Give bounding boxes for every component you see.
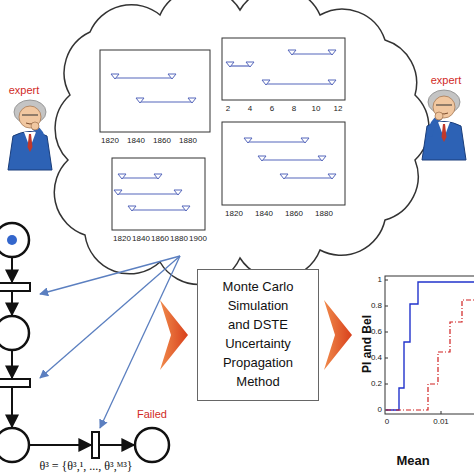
tick-label: 1880 — [170, 235, 188, 243]
tick-label: 10 — [312, 105, 321, 113]
interval-end-marks — [111, 50, 336, 211]
parameter-formula: θ³ = {θ³,¹, ..., θ³,ᴹ³} — [40, 460, 133, 472]
tick-label: 1820 — [113, 235, 131, 243]
tick-label: 1820 — [225, 210, 243, 218]
tick-label: 1840 — [255, 210, 273, 218]
plot-frame — [385, 276, 474, 414]
tick-label: 1880 — [179, 137, 197, 145]
tick-label: 0.2 — [371, 380, 382, 388]
node-text: Monte Carlo Simulation and DSTE Uncertai… — [216, 278, 300, 391]
tick-label: 1840 — [127, 137, 145, 145]
person-label: expert — [9, 85, 40, 96]
tick-label: 0 — [385, 418, 389, 426]
tick-label: 6 — [270, 105, 274, 113]
tick-label: 0.6 — [371, 328, 382, 336]
tick-label: 1860 — [153, 137, 171, 145]
tick-label: 12 — [334, 105, 343, 113]
person-label: expert — [431, 75, 462, 86]
flow-chevron — [160, 300, 188, 370]
interval-bars — [115, 54, 332, 210]
petri-net — [0, 223, 99, 462]
interval-charts — [100, 38, 345, 230]
tick-label: 0.8 — [371, 302, 382, 310]
tick-label: 0.01 — [433, 418, 449, 426]
process-box: Monte Carlo Simulation and DSTE Uncertai… — [197, 269, 319, 400]
state-circle — [135, 428, 169, 462]
tick-label: 1820 — [101, 137, 119, 145]
expert-figure — [8, 100, 52, 170]
tick-label: 0.4 — [371, 354, 382, 362]
tick-label: 0 — [378, 406, 382, 414]
tick-label: 1860 — [285, 210, 303, 218]
tick-label: 8 — [292, 105, 296, 113]
tick-label: 1840 — [132, 235, 150, 243]
flow-chevron — [324, 300, 352, 370]
pl-curve — [386, 282, 474, 410]
axis-title: Pl and Bel — [361, 315, 373, 373]
plot-ticks — [385, 280, 441, 414]
tick-label: 2 — [226, 105, 230, 113]
bel-curve — [386, 300, 474, 410]
tick-label: 4 — [248, 105, 252, 113]
tick-label: 1880 — [315, 210, 333, 218]
cloud-outline — [54, 0, 429, 285]
axis-title: Mean — [396, 454, 429, 467]
expert-figure — [422, 90, 466, 160]
tick-label: 1900 — [189, 235, 207, 243]
tick-label: 1 — [378, 276, 382, 284]
tick-label: 1860 — [151, 235, 169, 243]
node-text: Failed — [132, 408, 172, 421]
elicitation-arrows — [40, 256, 180, 428]
token — [7, 235, 17, 245]
failed-state: Failed — [132, 408, 172, 464]
